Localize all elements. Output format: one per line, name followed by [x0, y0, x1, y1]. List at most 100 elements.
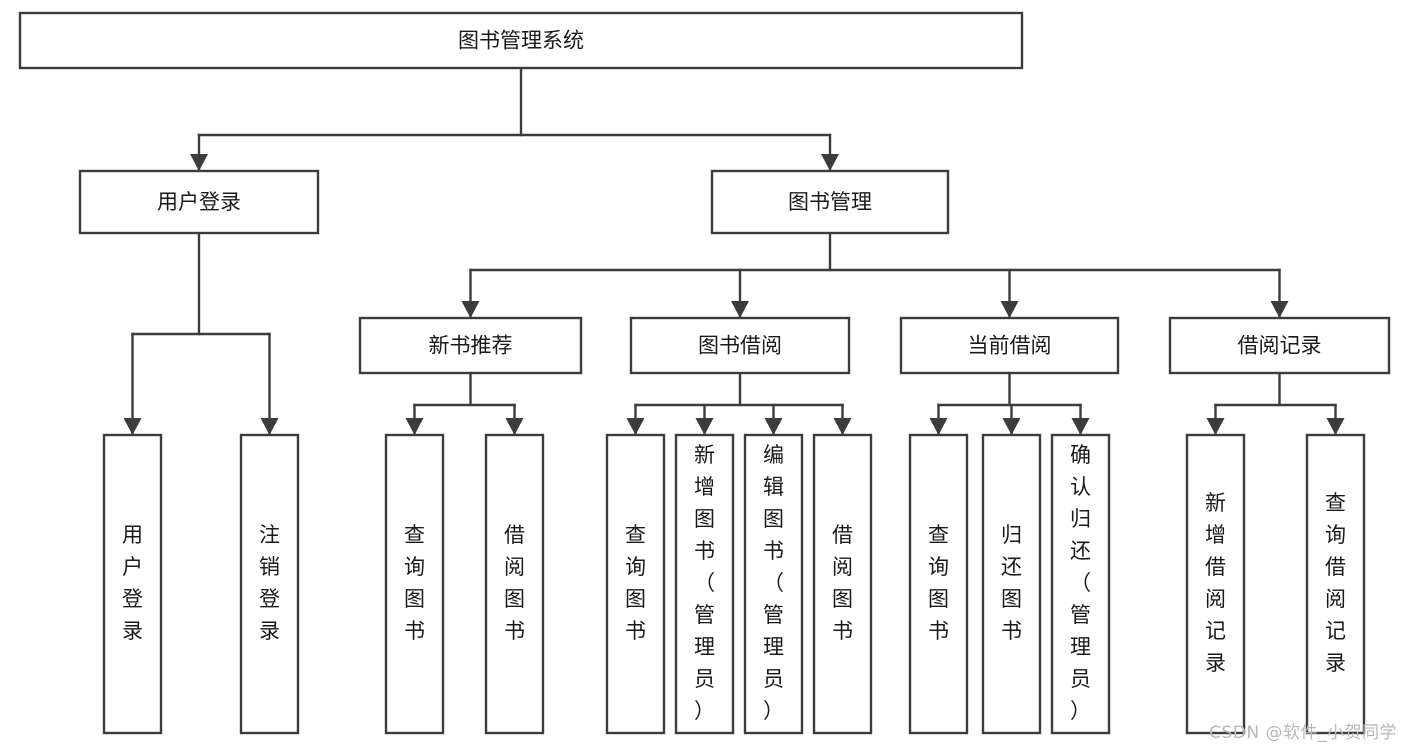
- node-label-char: 登: [259, 587, 280, 611]
- arrow-head-icon-add-book: [695, 418, 714, 435]
- arrow-head-icon-query-borrow-record: [1326, 418, 1345, 435]
- node-label-char: 阅: [1325, 587, 1346, 611]
- node-label-char: 图: [694, 507, 715, 531]
- node-box-confirm-return[interactable]: [1050, 433, 1111, 735]
- node-label-char: 询: [404, 555, 425, 579]
- node-label-char: 管: [1070, 603, 1091, 627]
- node-label-char: 录: [1205, 651, 1226, 675]
- node-new-book-recommend[interactable]: 新书推荐: [358, 316, 583, 375]
- node-label-char: 记: [1205, 619, 1226, 643]
- node-label-char: 询: [1325, 523, 1346, 547]
- node-label-char: 管: [763, 603, 784, 627]
- arrow-head-icon-return-book: [1002, 418, 1021, 435]
- node-label-char: 书: [625, 619, 646, 643]
- node-label-char: 用: [122, 523, 143, 547]
- node-label-char: 图: [928, 587, 949, 611]
- node-label-char: 借: [1325, 555, 1346, 579]
- node-label-char: 理: [763, 635, 784, 659]
- node-box-current-borrow[interactable]: [899, 316, 1120, 375]
- node-user-login-do[interactable]: 用户登录: [102, 433, 163, 735]
- arrow-head-icon-borrow-book-2: [833, 418, 852, 435]
- arrow-head-icon-confirm-return: [1071, 418, 1090, 435]
- node-label-char: 认: [1070, 475, 1091, 499]
- node-label-char: 图: [832, 587, 853, 611]
- node-box-book-borrow[interactable]: [629, 316, 851, 375]
- node-box-query-book-3[interactable]: [908, 433, 969, 735]
- node-label-char: 登: [122, 587, 143, 611]
- node-label-char: （: [694, 571, 715, 595]
- node-label-char: 还: [1070, 539, 1091, 563]
- node-label-char: 书: [1001, 619, 1022, 643]
- node-box-new-book-recommend[interactable]: [358, 316, 583, 375]
- arrow-head-icon-user-login-do: [123, 418, 142, 435]
- node-label-char: 书: [504, 619, 525, 643]
- node-label-char: 书: [404, 619, 425, 643]
- arrow-head-icon-query-book-3: [929, 418, 948, 435]
- arrow-head-icon-user-logout: [260, 418, 279, 435]
- arrow-head-icon-borrow-record: [1270, 301, 1289, 318]
- node-book-manage[interactable]: 图书管理: [710, 169, 950, 235]
- node-label-char: 新: [694, 443, 715, 467]
- node-box-query-book-2[interactable]: [605, 433, 666, 735]
- node-box-return-book[interactable]: [981, 433, 1042, 735]
- node-label-char: 理: [1070, 635, 1091, 659]
- node-label-char: 图: [504, 587, 525, 611]
- node-box-add-book[interactable]: [674, 433, 735, 735]
- node-box-user-login[interactable]: [78, 169, 320, 235]
- connectors-layer: [123, 66, 1345, 436]
- node-label-new-book-recommend: 新书推荐: [429, 334, 513, 358]
- node-label-char: 管: [694, 603, 715, 627]
- node-box-user-logout[interactable]: [239, 433, 300, 735]
- arrow-head-icon-add-borrow-record: [1206, 418, 1225, 435]
- node-label-char: 记: [1325, 619, 1346, 643]
- node-user-login[interactable]: 用户登录: [78, 169, 320, 235]
- node-label-char: 归: [1001, 523, 1022, 547]
- arrow-head-icon-book-borrow: [731, 301, 749, 318]
- node-label-book-borrow: 图书借阅: [698, 334, 782, 358]
- node-box-root[interactable]: [18, 11, 1024, 70]
- node-root[interactable]: 图书管理系统: [18, 11, 1024, 70]
- node-box-query-book-1[interactable]: [384, 433, 445, 735]
- node-book-borrow[interactable]: 图书借阅: [629, 316, 851, 375]
- node-label-user-login: 用户登录: [157, 190, 241, 214]
- node-label-char: 理: [694, 635, 715, 659]
- node-box-borrow-record[interactable]: [1168, 316, 1391, 375]
- node-box-add-borrow-record[interactable]: [1185, 433, 1246, 735]
- node-label-char: 销: [259, 555, 280, 579]
- node-label-root: 图书管理系统: [458, 29, 584, 53]
- csdn-watermark: CSDN @软件_小贺同学: [1209, 723, 1397, 743]
- node-label-char: 书: [832, 619, 853, 643]
- node-current-borrow[interactable]: 当前借阅: [899, 316, 1120, 375]
- node-label-char: 归: [1070, 507, 1091, 531]
- node-label-char: 员: [1070, 667, 1091, 691]
- node-label-char: 新: [1205, 491, 1226, 515]
- node-label-char: 阅: [1205, 587, 1226, 611]
- node-box-borrow-book-2[interactable]: [812, 433, 873, 735]
- node-label-char: 员: [763, 667, 784, 691]
- node-label-char: 员: [694, 667, 715, 691]
- node-box-edit-book[interactable]: [743, 433, 804, 735]
- node-box-query-borrow-record[interactable]: [1305, 433, 1366, 735]
- node-label-borrow-record: 借阅记录: [1238, 334, 1322, 358]
- node-box-book-manage[interactable]: [710, 169, 950, 235]
- node-borrow-record[interactable]: 借阅记录: [1168, 316, 1391, 375]
- node-label-char: 查: [625, 523, 646, 547]
- node-label-char: 书: [928, 619, 949, 643]
- node-label-char: 图: [625, 587, 646, 611]
- node-box-borrow-book-1[interactable]: [484, 433, 545, 735]
- node-box-user-login-do[interactable]: [102, 433, 163, 735]
- arrow-head-icon-new-book-recommend: [461, 301, 480, 318]
- arrow-head-icon-query-book-1: [405, 418, 424, 435]
